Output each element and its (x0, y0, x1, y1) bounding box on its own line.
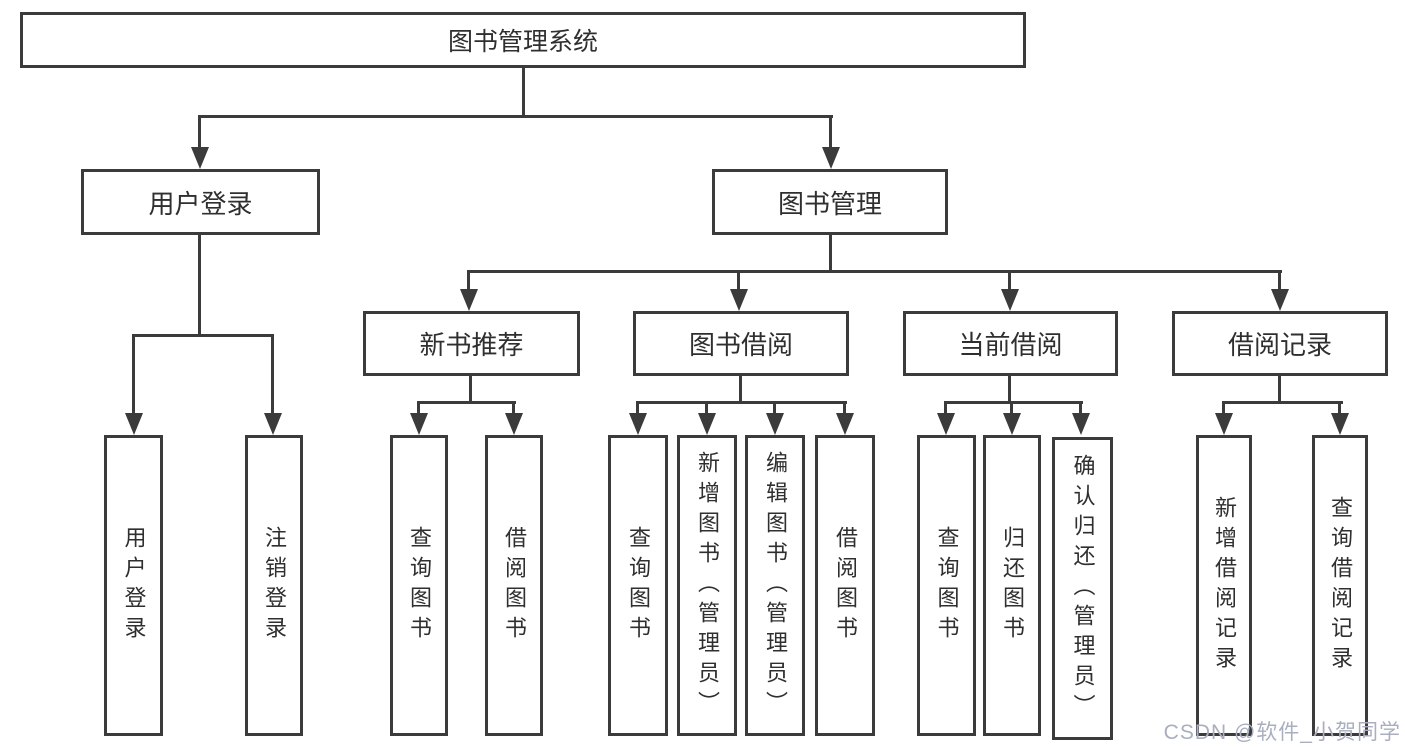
arrow-down-icon (629, 413, 647, 435)
arrow-down-icon (191, 147, 209, 169)
node-label: 归还图书 (1000, 525, 1025, 646)
arrow-down-icon (836, 413, 854, 435)
connector-line-h (636, 401, 847, 404)
node-label: 确认归还（管理员） (1070, 453, 1096, 724)
connector-line-v (829, 115, 832, 160)
node-label: 借阅记录 (1227, 330, 1332, 360)
connector-line-v (737, 270, 740, 302)
node-leaf-return-books: 归还图书 (983, 435, 1041, 736)
connector-line-v (705, 401, 708, 422)
node-label: 注销登录 (262, 525, 287, 646)
connector-line-v (198, 233, 201, 337)
arrow-down-icon (505, 413, 523, 435)
node-new-book-recommend: 新书推荐 (363, 311, 580, 376)
node-label: 借阅图书 (502, 525, 527, 646)
node-label: 查询图书 (934, 525, 960, 646)
connector-line-v (1222, 401, 1225, 422)
arrow-down-icon (264, 413, 282, 435)
node-leaf-borrow-books-1: 借阅图书 (485, 435, 543, 736)
connector-line-v (636, 401, 639, 422)
connector-line-v (198, 115, 201, 160)
connector-line-v (1338, 401, 1341, 422)
node-label: 新增图书（管理员） (695, 450, 720, 721)
connector-line-h (467, 270, 1282, 273)
connector-line-h (132, 334, 274, 337)
node-label: 用户登录 (121, 525, 147, 646)
node-book-borrowing: 图书借阅 (633, 311, 849, 376)
connector-line-v (1278, 375, 1281, 404)
node-label: 新书推荐 (419, 330, 524, 360)
connector-line-v (829, 233, 832, 273)
node-leaf-query-books-2: 查询图书 (608, 435, 668, 736)
arrow-down-icon (766, 413, 784, 435)
node-label: 借阅图书 (833, 525, 858, 646)
node-book-management: 图书管理 (712, 169, 948, 235)
arrow-down-icon (1072, 413, 1090, 435)
node-leaf-add-borrow-record: 新增借阅记录 (1196, 435, 1252, 736)
arrow-down-icon (460, 289, 478, 311)
connector-line-v (132, 334, 135, 422)
node-leaf-logout: 注销登录 (245, 435, 303, 736)
node-borrow-records: 借阅记录 (1172, 311, 1388, 376)
node-leaf-edit-books-admin: 编辑图书（管理员） (745, 435, 805, 736)
connector-line-v (1008, 375, 1011, 404)
node-leaf-query-books-3: 查询图书 (917, 435, 976, 736)
arrow-down-icon (1331, 413, 1349, 435)
node-label: 查询图书 (626, 525, 651, 646)
connector-line-v (512, 401, 515, 422)
csdn-watermark: CSDN @软件_小贺同学 (1163, 721, 1401, 744)
arrow-down-icon (1215, 413, 1233, 435)
connector-line-v (843, 401, 846, 422)
connector-line-v (944, 401, 947, 422)
node-label: 当前借阅 (958, 330, 1063, 360)
connector-line-v (1008, 270, 1011, 302)
connector-line-v (739, 375, 742, 404)
node-label: 用户登录 (148, 188, 253, 219)
node-user-login: 用户登录 (81, 169, 320, 235)
node-leaf-confirm-return-admin: 确认归还（管理员） (1052, 437, 1113, 740)
connector-line-v (773, 401, 776, 422)
node-leaf-query-books-1: 查询图书 (390, 435, 448, 736)
node-label: 新增借阅记录 (1212, 495, 1237, 676)
node-label: 图书管理 (777, 188, 882, 219)
connector-line-v (1079, 401, 1082, 422)
node-leaf-borrow-books-2: 借阅图书 (815, 435, 875, 736)
connector-line-v (417, 401, 420, 422)
arrow-down-icon (410, 413, 428, 435)
node-label: 查询借阅记录 (1328, 495, 1353, 676)
connector-line-v (1278, 270, 1281, 302)
arrow-down-icon (698, 413, 716, 435)
arrow-down-icon (1271, 289, 1289, 311)
node-current-borrowing: 当前借阅 (903, 311, 1118, 376)
arrow-down-icon (937, 413, 955, 435)
connector-line-h (417, 401, 516, 404)
node-library-management-system: 图书管理系统 (20, 12, 1026, 68)
arrow-down-icon (822, 147, 840, 169)
node-leaf-user-login: 用户登录 (104, 435, 163, 736)
node-label: 图书管理系统 (447, 28, 598, 56)
arrow-down-icon (730, 289, 748, 311)
node-label: 编辑图书（管理员） (763, 450, 788, 721)
connector-line-v (469, 375, 472, 404)
connector-line-v (522, 66, 525, 117)
arrow-down-icon (125, 413, 143, 435)
node-label: 查询图书 (407, 525, 432, 646)
arrow-down-icon (1003, 413, 1021, 435)
connector-line-v (271, 334, 274, 422)
connector-line-h (1222, 401, 1343, 404)
node-leaf-add-books-admin: 新增图书（管理员） (677, 435, 737, 736)
node-label: 图书借阅 (688, 330, 793, 360)
connector-line-h (198, 115, 833, 118)
connector-line-v (467, 270, 470, 302)
arrow-down-icon (1001, 289, 1019, 311)
connector-line-h (944, 401, 1083, 404)
connector-line-v (1010, 401, 1013, 422)
node-leaf-query-borrow-record: 查询借阅记录 (1312, 435, 1368, 736)
